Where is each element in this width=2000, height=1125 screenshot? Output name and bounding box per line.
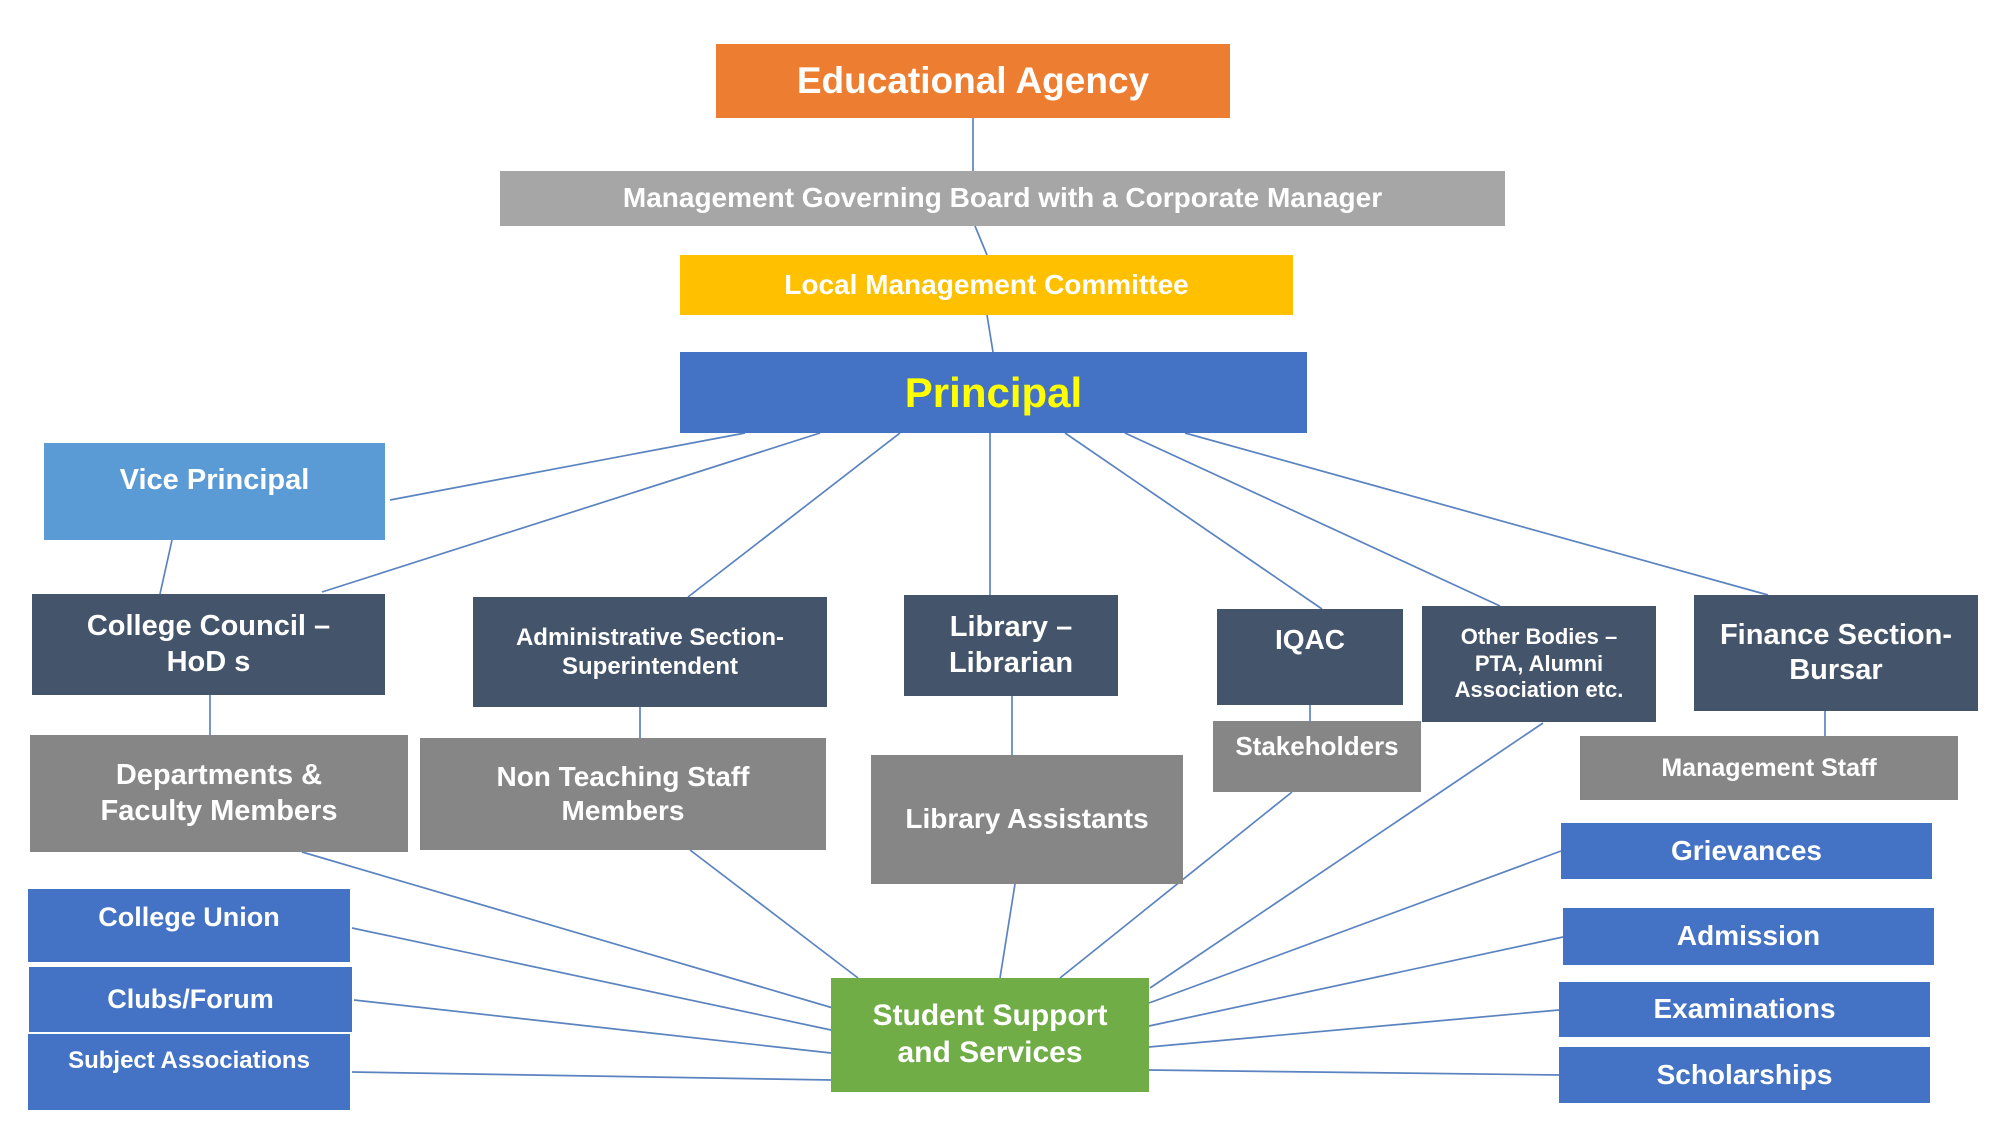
edge-principal-iqac (1064, 432, 1323, 610)
node-vice-principal: Vice Principal (44, 443, 385, 540)
edge-grievances-studentsupport (1148, 850, 1562, 1004)
edge-principal-finance (1184, 432, 1769, 596)
edge-viceprincipal-collegecouncil (159, 539, 173, 595)
edge-subjectassociations-studentsupport (351, 1071, 832, 1081)
node-administrative-section: Administrative Section- Superintendent (473, 597, 827, 707)
node-student-support: Student Support and Services (831, 978, 1149, 1092)
node-stakeholders: Stakeholders (1213, 721, 1421, 792)
node-college-union: College Union (28, 889, 350, 962)
node-management-staff: Management Staff (1580, 736, 1958, 800)
edge-collegeunion-studentsupport (351, 927, 832, 1031)
node-finance-section: Finance Section- Bursar (1694, 595, 1978, 711)
node-examinations: Examinations (1559, 982, 1930, 1037)
edge-principal-otherbodies (1124, 432, 1501, 607)
edge-departments-studentsupport (301, 851, 834, 1009)
node-library-assistants: Library Assistants (871, 755, 1183, 884)
node-non-teaching-staff: Non Teaching Staff Members (420, 738, 826, 850)
edge-admission-studentsupport (1148, 936, 1564, 1027)
edge-clubsforum-studentsupport (353, 999, 832, 1054)
node-management-governing-board: Management Governing Board with a Corpor… (500, 171, 1505, 226)
node-departments-faculty: Departments & Faculty Members (30, 735, 408, 852)
edge-scholarships-studentsupport (1148, 1069, 1560, 1076)
edge-otherbodies-studentsupport (1149, 722, 1544, 989)
edge-principal-viceprincipal (389, 432, 746, 501)
edge-stakeholders-studentsupport (1059, 791, 1293, 979)
edge-principal-collegecouncil (321, 432, 821, 593)
edge-board-lmc (974, 225, 988, 256)
node-educational-agency: Educational Agency (716, 44, 1230, 118)
node-library: Library – Librarian (904, 595, 1118, 696)
node-college-council: College Council – HoD s (32, 594, 385, 695)
edge-lmc-principal (986, 314, 994, 353)
node-other-bodies: Other Bodies – PTA, Alumni Association e… (1422, 606, 1656, 722)
edge-nonteaching-studentsupport (689, 849, 859, 979)
node-scholarships: Scholarships (1559, 1047, 1930, 1103)
node-subject-associations: Subject Associations (28, 1034, 350, 1110)
node-principal: Principal (680, 352, 1307, 433)
edge-examinations-studentsupport (1148, 1009, 1560, 1048)
node-clubs-forum: Clubs/Forum (29, 967, 352, 1032)
edge-principal-adminsection (687, 432, 901, 598)
node-iqac: IQAC (1217, 609, 1403, 705)
node-admission: Admission (1563, 908, 1934, 965)
node-local-management-committee: Local Management Committee (680, 255, 1293, 315)
node-grievances: Grievances (1561, 823, 1932, 879)
edge-libraryassistants-studentsupport (999, 883, 1016, 979)
